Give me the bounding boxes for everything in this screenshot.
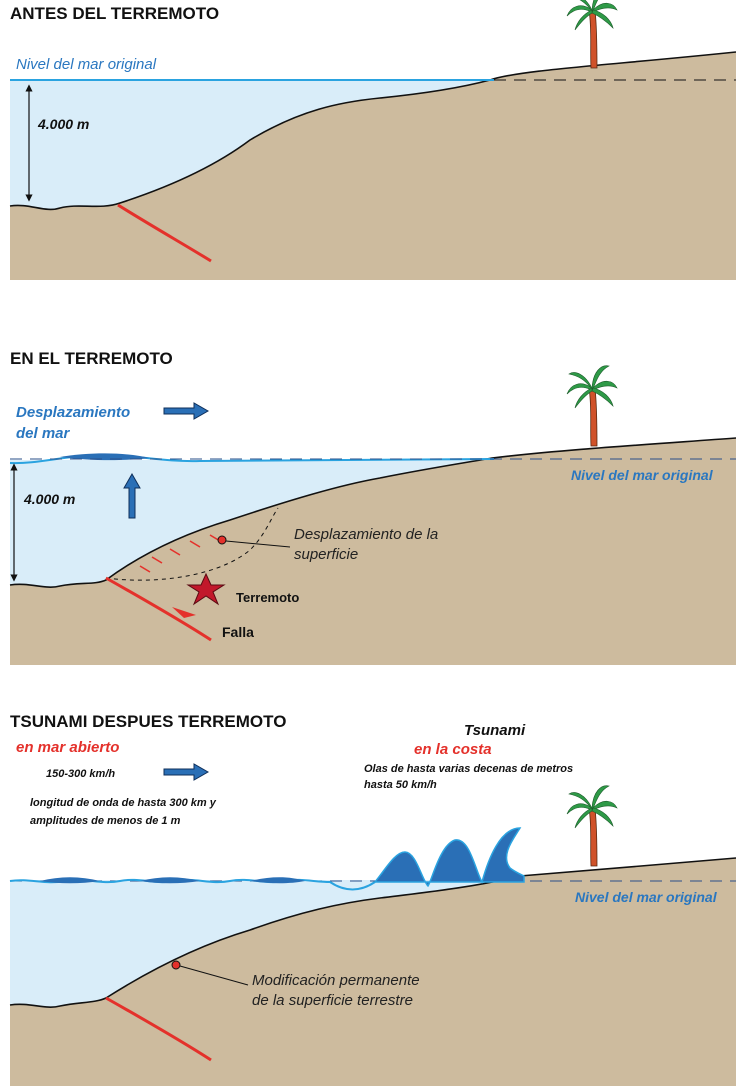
displacement-label-1: Desplazamiento — [16, 404, 130, 421]
arrow-right-icon — [163, 763, 209, 781]
palm-tree-icon — [566, 785, 618, 867]
wave-desc-2: amplitudes de menos de 1 m — [30, 815, 181, 827]
surface-label-2: superficie — [294, 546, 358, 563]
original-surface-dashed — [105, 507, 279, 581]
earthquake-label: Terremoto — [236, 590, 299, 605]
depth-label: 4.000 m — [37, 116, 89, 132]
permanent-label-1: Modificación permanente — [252, 972, 420, 989]
fault-line — [105, 576, 212, 642]
seafloor-land — [10, 858, 736, 1086]
panel-during-earthquake: EN EL TERREMOTO Desplazamiento del mar 4… — [9, 349, 736, 665]
permanent-label-2: de la superficie terrestre — [252, 992, 413, 1009]
coast-desc-2: hasta 50 km/h — [364, 779, 437, 791]
open-sea-wave-crests — [40, 877, 305, 884]
sea-level-label: Nivel del mar original — [575, 889, 718, 905]
earthquake-star-icon — [186, 572, 226, 606]
panel-title: ANTES DEL TERREMOTO — [10, 4, 219, 23]
surface-point — [171, 960, 181, 970]
palm-tree-icon — [566, 365, 618, 447]
open-sea-label: en mar abierto — [16, 739, 119, 756]
wave-desc-1: longitud de onda de hasta 300 km y — [30, 797, 217, 809]
palm-tree-icon — [566, 0, 618, 69]
leader-line — [225, 540, 291, 548]
fault-label: Falla — [222, 624, 254, 640]
surface-label-1: Desplazamiento de la — [294, 526, 438, 543]
fault-slip-arrow — [172, 607, 196, 618]
depth-label: 4.000 m — [23, 491, 75, 507]
sea-bulge — [60, 453, 150, 461]
tsunami-waves — [373, 827, 525, 888]
speed-label: 150-300 km/h — [46, 768, 115, 780]
sea-level-label: Nivel del mar original — [16, 56, 157, 73]
fault-line — [105, 996, 212, 1062]
displacement-label-2: del mar — [16, 425, 71, 442]
fault-line — [117, 203, 212, 263]
seafloor-land — [10, 52, 736, 280]
panel-title: EN EL TERREMOTO — [10, 349, 173, 368]
leader-line — [179, 965, 249, 986]
coast-label: en la costa — [414, 741, 492, 758]
panel-tsunami: TSUNAMI DESPUES TERREMOTO en mar abierto… — [9, 712, 736, 1086]
sea-level-label: Nivel del mar original — [571, 467, 714, 483]
arrow-right-icon — [163, 402, 209, 420]
surface-point — [217, 535, 227, 545]
coast-desc-1: Olas de hasta varias decenas de metros — [364, 763, 573, 775]
seafloor-land — [10, 438, 736, 665]
tsunami-label: Tsunami — [464, 722, 526, 739]
panel-before-earthquake: ANTES DEL TERREMOTO Nivel del mar origin… — [9, 0, 736, 280]
panel-title: TSUNAMI DESPUES TERREMOTO — [10, 712, 286, 731]
